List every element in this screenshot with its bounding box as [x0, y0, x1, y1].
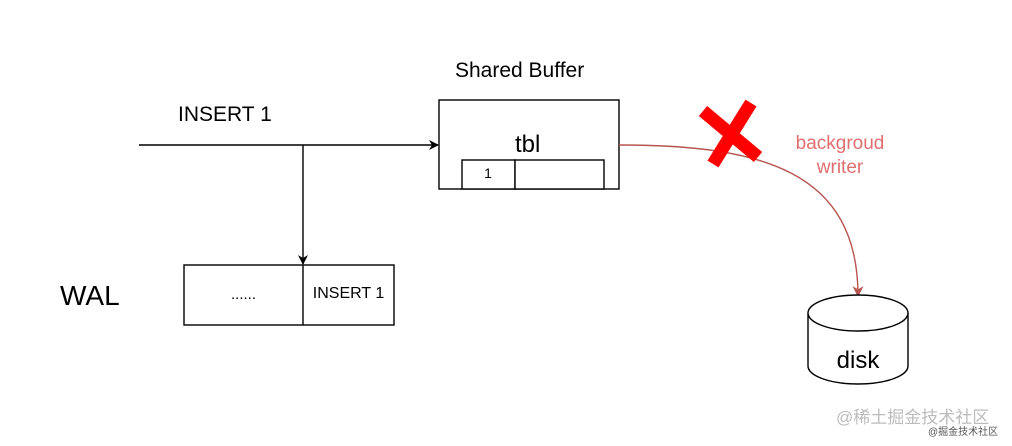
tbl-cell-2 [514, 159, 605, 190]
writer-arrow [618, 144, 864, 298]
wal-box [183, 264, 395, 326]
wal-label: WAL [60, 280, 120, 311]
writer-label: backgroud writer [795, 133, 885, 178]
wal-cell-insert: INSERT 1 [312, 285, 385, 302]
table-label: tbl [515, 131, 541, 158]
shared-buffer-title: Shared Buffer [455, 59, 585, 82]
watermark-sub: @掘金技术社区 [928, 427, 999, 438]
x-icon [698, 99, 763, 168]
disk-label: disk [836, 347, 880, 374]
wal-cell-ellipsis: ...... [230, 286, 256, 303]
insert-label: INSERT 1 [178, 103, 272, 126]
table-cell-value: 1 [484, 165, 492, 181]
watermark: @稀土掘金技术社区 [836, 408, 990, 427]
disk-icon [807, 294, 909, 385]
